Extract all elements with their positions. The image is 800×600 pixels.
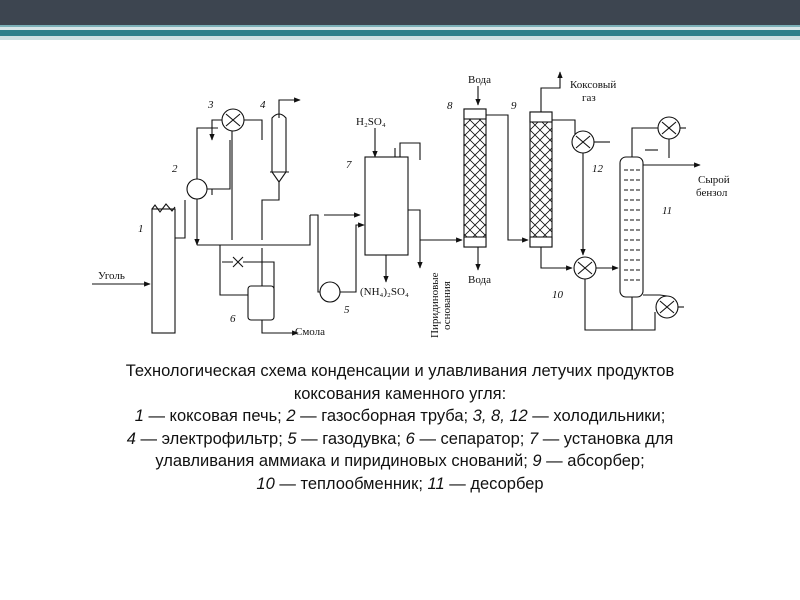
gas-collector — [186, 178, 208, 200]
label-number-10: 10 — [552, 289, 564, 301]
caption-legend-line5: улавливания аммиака и пиридиновых снован… — [155, 452, 645, 470]
label-number-9: 9 — [511, 100, 517, 112]
label-ammonium-sulfate: (NH₄)₂SO₄ — [360, 286, 409, 298]
label-number-1: 1 — [138, 223, 144, 235]
label-coke-gas-1: Коксовый — [570, 79, 616, 91]
label-pyridine-1: Пиридиновые — [429, 272, 441, 338]
label-water-top: Вода — [468, 74, 491, 86]
process-flow-diagram: Уголь Вода Вода Коксовый газ Сырой бензо… — [92, 71, 730, 338]
label-coal: Уголь — [98, 270, 125, 282]
caption-legend-line3: 1 — коксовая печь; 2 — газосборная труба… — [134, 407, 666, 425]
slide-header-stripe-pale — [0, 36, 800, 40]
separator — [247, 285, 275, 321]
label-number-11: 11 — [662, 205, 672, 217]
label-number-8: 8 — [447, 100, 453, 112]
diagram-caption: Технологическая схема конденсации и улав… — [60, 360, 740, 495]
label-number-3: 3 — [207, 99, 214, 111]
caption-legend-line4: 4 — электрофильтр; 5 — газодувка; 6 — се… — [126, 429, 674, 448]
label-pyridine-2: основания — [441, 281, 453, 330]
cooler-column-8 — [463, 108, 487, 248]
label-h2so4: H₂SO₄ — [356, 116, 386, 128]
slide-header-stripe-teal — [0, 30, 800, 36]
label-raw-benzol-2: бензол — [696, 187, 728, 199]
caption-title-line1: Технологическая схема конденсации и улав… — [125, 362, 675, 380]
slide-header-stripe — [0, 25, 800, 27]
label-tar: Смола — [295, 326, 325, 338]
desorber — [619, 156, 644, 298]
gas-blower — [319, 281, 341, 303]
slide-header-bar — [0, 0, 800, 25]
label-number-7: 7 — [346, 159, 352, 171]
electrofilter — [271, 113, 287, 183]
caption-title-line2: коксования каменного угля: — [293, 384, 507, 403]
label-number-5: 5 — [344, 304, 350, 316]
label-water-bottom: Вода — [468, 274, 491, 286]
caption-legend-line6: 10 — теплообменник; 11 — десорбер — [256, 474, 544, 493]
label-coke-gas-2: газ — [582, 92, 596, 104]
slide-header-stripe-light — [0, 27, 800, 30]
coke-oven — [151, 208, 176, 334]
absorber — [529, 111, 553, 248]
ammonia-unit — [364, 156, 409, 256]
label-number-2: 2 — [172, 163, 178, 175]
label-raw-benzol-1: Сырой — [698, 174, 730, 186]
label-number-4: 4 — [260, 99, 266, 111]
label-number-6: 6 — [230, 313, 236, 325]
label-number-12: 12 — [592, 163, 604, 175]
